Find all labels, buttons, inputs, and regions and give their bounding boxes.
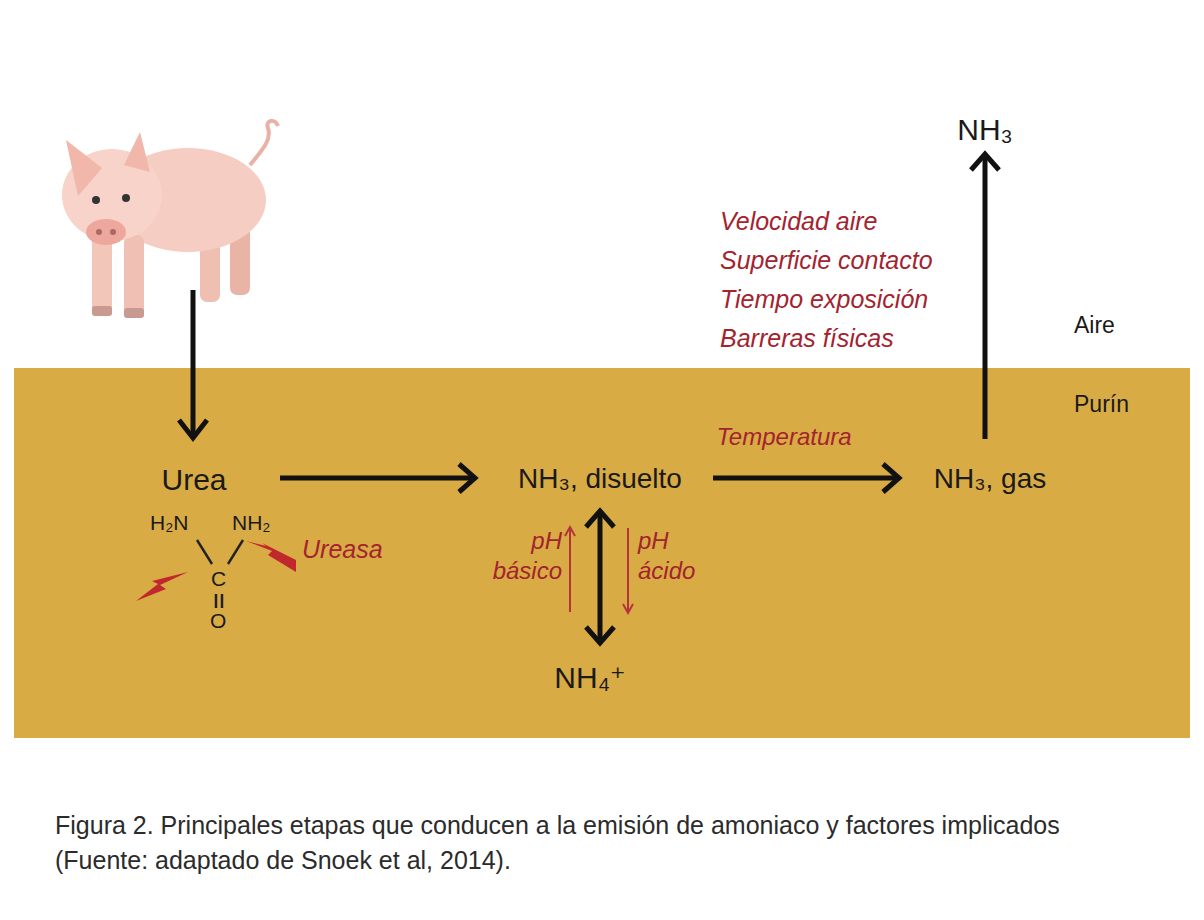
node-text: NH₃, gas — [934, 464, 1047, 495]
arrow-line — [598, 511, 603, 643]
arrow-head — [586, 627, 614, 643]
arrow-line — [713, 476, 899, 481]
atom-label: O — [210, 608, 226, 634]
pig-ear — [124, 132, 150, 172]
ph-arrow-line — [569, 528, 571, 612]
flow-arrow — [713, 464, 899, 492]
pig-hoof — [92, 306, 112, 316]
arrow-line — [983, 154, 988, 439]
factor-text: Superficie contacto — [720, 245, 933, 276]
bond-line — [228, 540, 243, 564]
factor-text: Barreras físicas — [720, 323, 894, 354]
node-text: NH₄⁺ — [554, 661, 625, 694]
lightning-bolt — [246, 541, 296, 572]
compound-node: NH₄⁺ — [555, 655, 625, 700]
atom-label: C — [211, 566, 226, 592]
urea-bonds — [197, 540, 243, 608]
arrow-head — [586, 511, 614, 527]
pig-illustration — [62, 121, 278, 318]
arrow-head — [971, 154, 999, 170]
compound-node: NH₃, gas — [925, 459, 1055, 499]
pig-nostril — [110, 229, 116, 235]
pig-eye — [92, 196, 100, 204]
arrow-line — [191, 290, 196, 436]
factor-text: Velocidad aire — [720, 206, 878, 237]
flow-arrow — [280, 464, 475, 492]
compound-node: Urea — [148, 459, 240, 499]
edge-label: Temperatura — [716, 422, 851, 452]
pig-hoof — [124, 308, 144, 318]
ph-label: pH básico — [466, 526, 562, 586]
pig-leg — [124, 235, 144, 317]
pig-tail — [250, 121, 278, 165]
flow-arrow — [586, 511, 614, 643]
double-bond — [221, 594, 224, 608]
pig-snout — [86, 219, 126, 245]
compound-node: NH₃ — [950, 108, 1020, 150]
ph-arrow-head — [623, 604, 633, 613]
ph-arrow-line — [627, 528, 629, 612]
pig-nostril — [96, 229, 102, 235]
node-text: Urea — [161, 463, 226, 496]
node-text: NH₃, disuelto — [518, 464, 682, 495]
node-text: NH₃ — [957, 113, 1013, 146]
figure-caption: Figura 2. Principales etapas que conduce… — [55, 808, 1135, 878]
enzyme-label: Ureasa — [302, 534, 383, 565]
arrow-head — [883, 464, 899, 492]
bond-line — [197, 540, 212, 564]
arrow-head — [179, 420, 207, 438]
ph-arrow-head — [565, 527, 575, 536]
atom-label: H₂N — [150, 510, 188, 536]
pig-arrow — [179, 290, 207, 438]
band-label: Purín — [1074, 392, 1129, 417]
lightning-bolt — [136, 572, 188, 601]
factor-text: Tiempo exposición — [720, 284, 928, 315]
zone-label: Aire — [1074, 311, 1115, 340]
arrow-head — [459, 464, 475, 492]
atom-label: NH₂ — [232, 510, 270, 536]
flow-arrow — [971, 154, 999, 439]
pig-ear — [66, 140, 102, 196]
compound-node: NH₃, disuelto — [505, 459, 695, 499]
arrow-line — [280, 476, 475, 481]
double-bond — [215, 594, 218, 608]
pig-eye — [122, 194, 130, 202]
ph-label: pH ácido — [638, 526, 720, 586]
